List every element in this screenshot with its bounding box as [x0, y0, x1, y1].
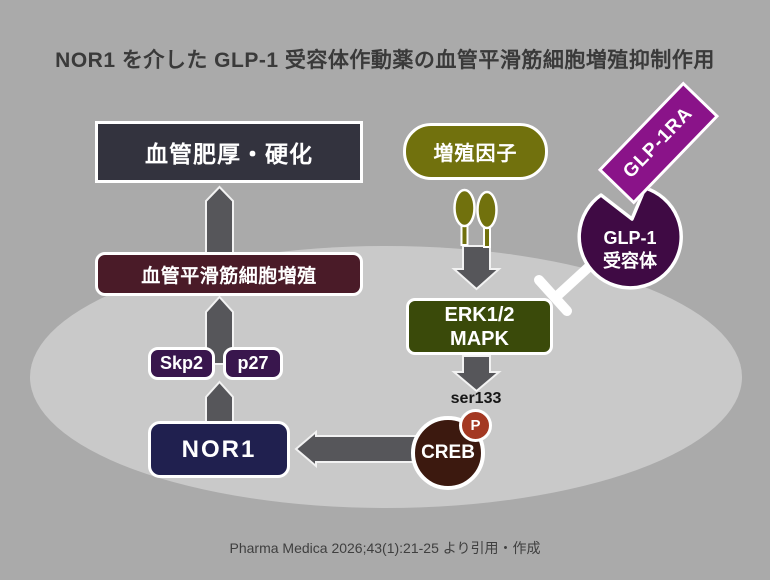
box-vsmc-proliferation-label: 血管平滑筋細胞増殖	[141, 265, 317, 287]
arrow-down-erk-to-creb-icon	[451, 355, 502, 393]
box-vascular-thickening: 血管肥厚・硬化	[95, 121, 363, 183]
box-p27: p27	[223, 347, 283, 380]
arrow-down-receptor-to-erk-icon	[451, 245, 502, 291]
inhibition-tbar-icon	[534, 259, 597, 316]
box-skp2-label: Skp2	[159, 353, 204, 373]
pill-growth-factor: 増殖因子	[403, 123, 548, 180]
box-vsmc-proliferation: 血管平滑筋細胞増殖	[95, 252, 363, 296]
glp1-receptor-label-line1: GLP-1	[603, 228, 657, 248]
phospho-badge: P	[459, 409, 492, 442]
box-erk-mapk: ERK1/2 MAPK	[406, 298, 553, 355]
box-nor1: NOR1	[148, 421, 290, 478]
glp1-receptor-shape	[577, 186, 683, 290]
glp1-receptor-label: GLP-1 受容体	[580, 227, 680, 274]
box-skp2: Skp2	[148, 347, 215, 380]
phospho-label: P	[470, 417, 481, 434]
growth-factor-receptor-icon	[453, 188, 498, 248]
arrow-up-proliferation-to-outcome-icon	[205, 185, 234, 255]
arrow-up-nor1-to-skp2-icon	[205, 380, 234, 427]
pill-growth-factor-label: 増殖因子	[433, 143, 518, 165]
box-mapk-label: MAPK	[450, 327, 509, 350]
box-vascular-thickening-label: 血管肥厚・硬化	[145, 141, 313, 167]
box-p27-label: p27	[237, 353, 269, 373]
glp1-receptor-label-line2: 受容体	[603, 251, 657, 272]
box-erk-label: ERK1/2	[444, 303, 515, 326]
page-title: NOR1 を介した GLP-1 受容体作動薬の血管平滑筋細胞増殖抑制作用	[55, 49, 715, 72]
ser133-label: ser133	[450, 390, 502, 407]
creb-label: CREB	[421, 442, 475, 463]
box-nor1-label: NOR1	[181, 435, 257, 463]
citation: Pharma Medica 2026;43(1):21-25 より引用・作成	[229, 540, 541, 556]
